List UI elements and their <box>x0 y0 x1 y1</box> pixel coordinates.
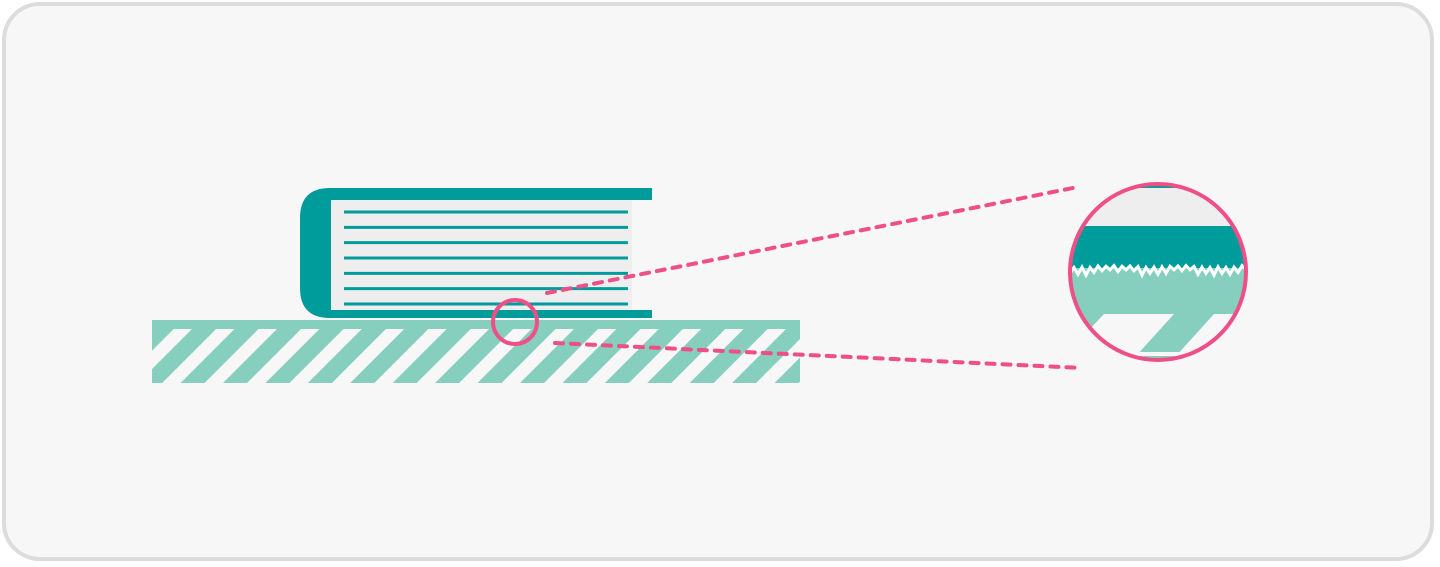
surface-top-edge <box>152 320 800 329</box>
callout-line-bottom <box>553 341 1084 370</box>
contact-highlight-circle <box>491 298 539 346</box>
book-page-lines <box>344 210 628 306</box>
zoom-cover-bottom <box>1070 226 1246 268</box>
book-pages <box>331 200 632 310</box>
surface-hatch <box>152 328 800 383</box>
zoom-surface <box>1070 268 1246 314</box>
zoom-magnifier <box>1068 182 1248 362</box>
surface <box>152 320 800 383</box>
callout-line-top <box>545 185 1080 295</box>
book <box>300 188 652 318</box>
zoom-magnifier-ring <box>1068 182 1248 362</box>
zoom-rough-contact-edge <box>1070 263 1246 279</box>
diagram-canvas <box>152 182 1248 383</box>
